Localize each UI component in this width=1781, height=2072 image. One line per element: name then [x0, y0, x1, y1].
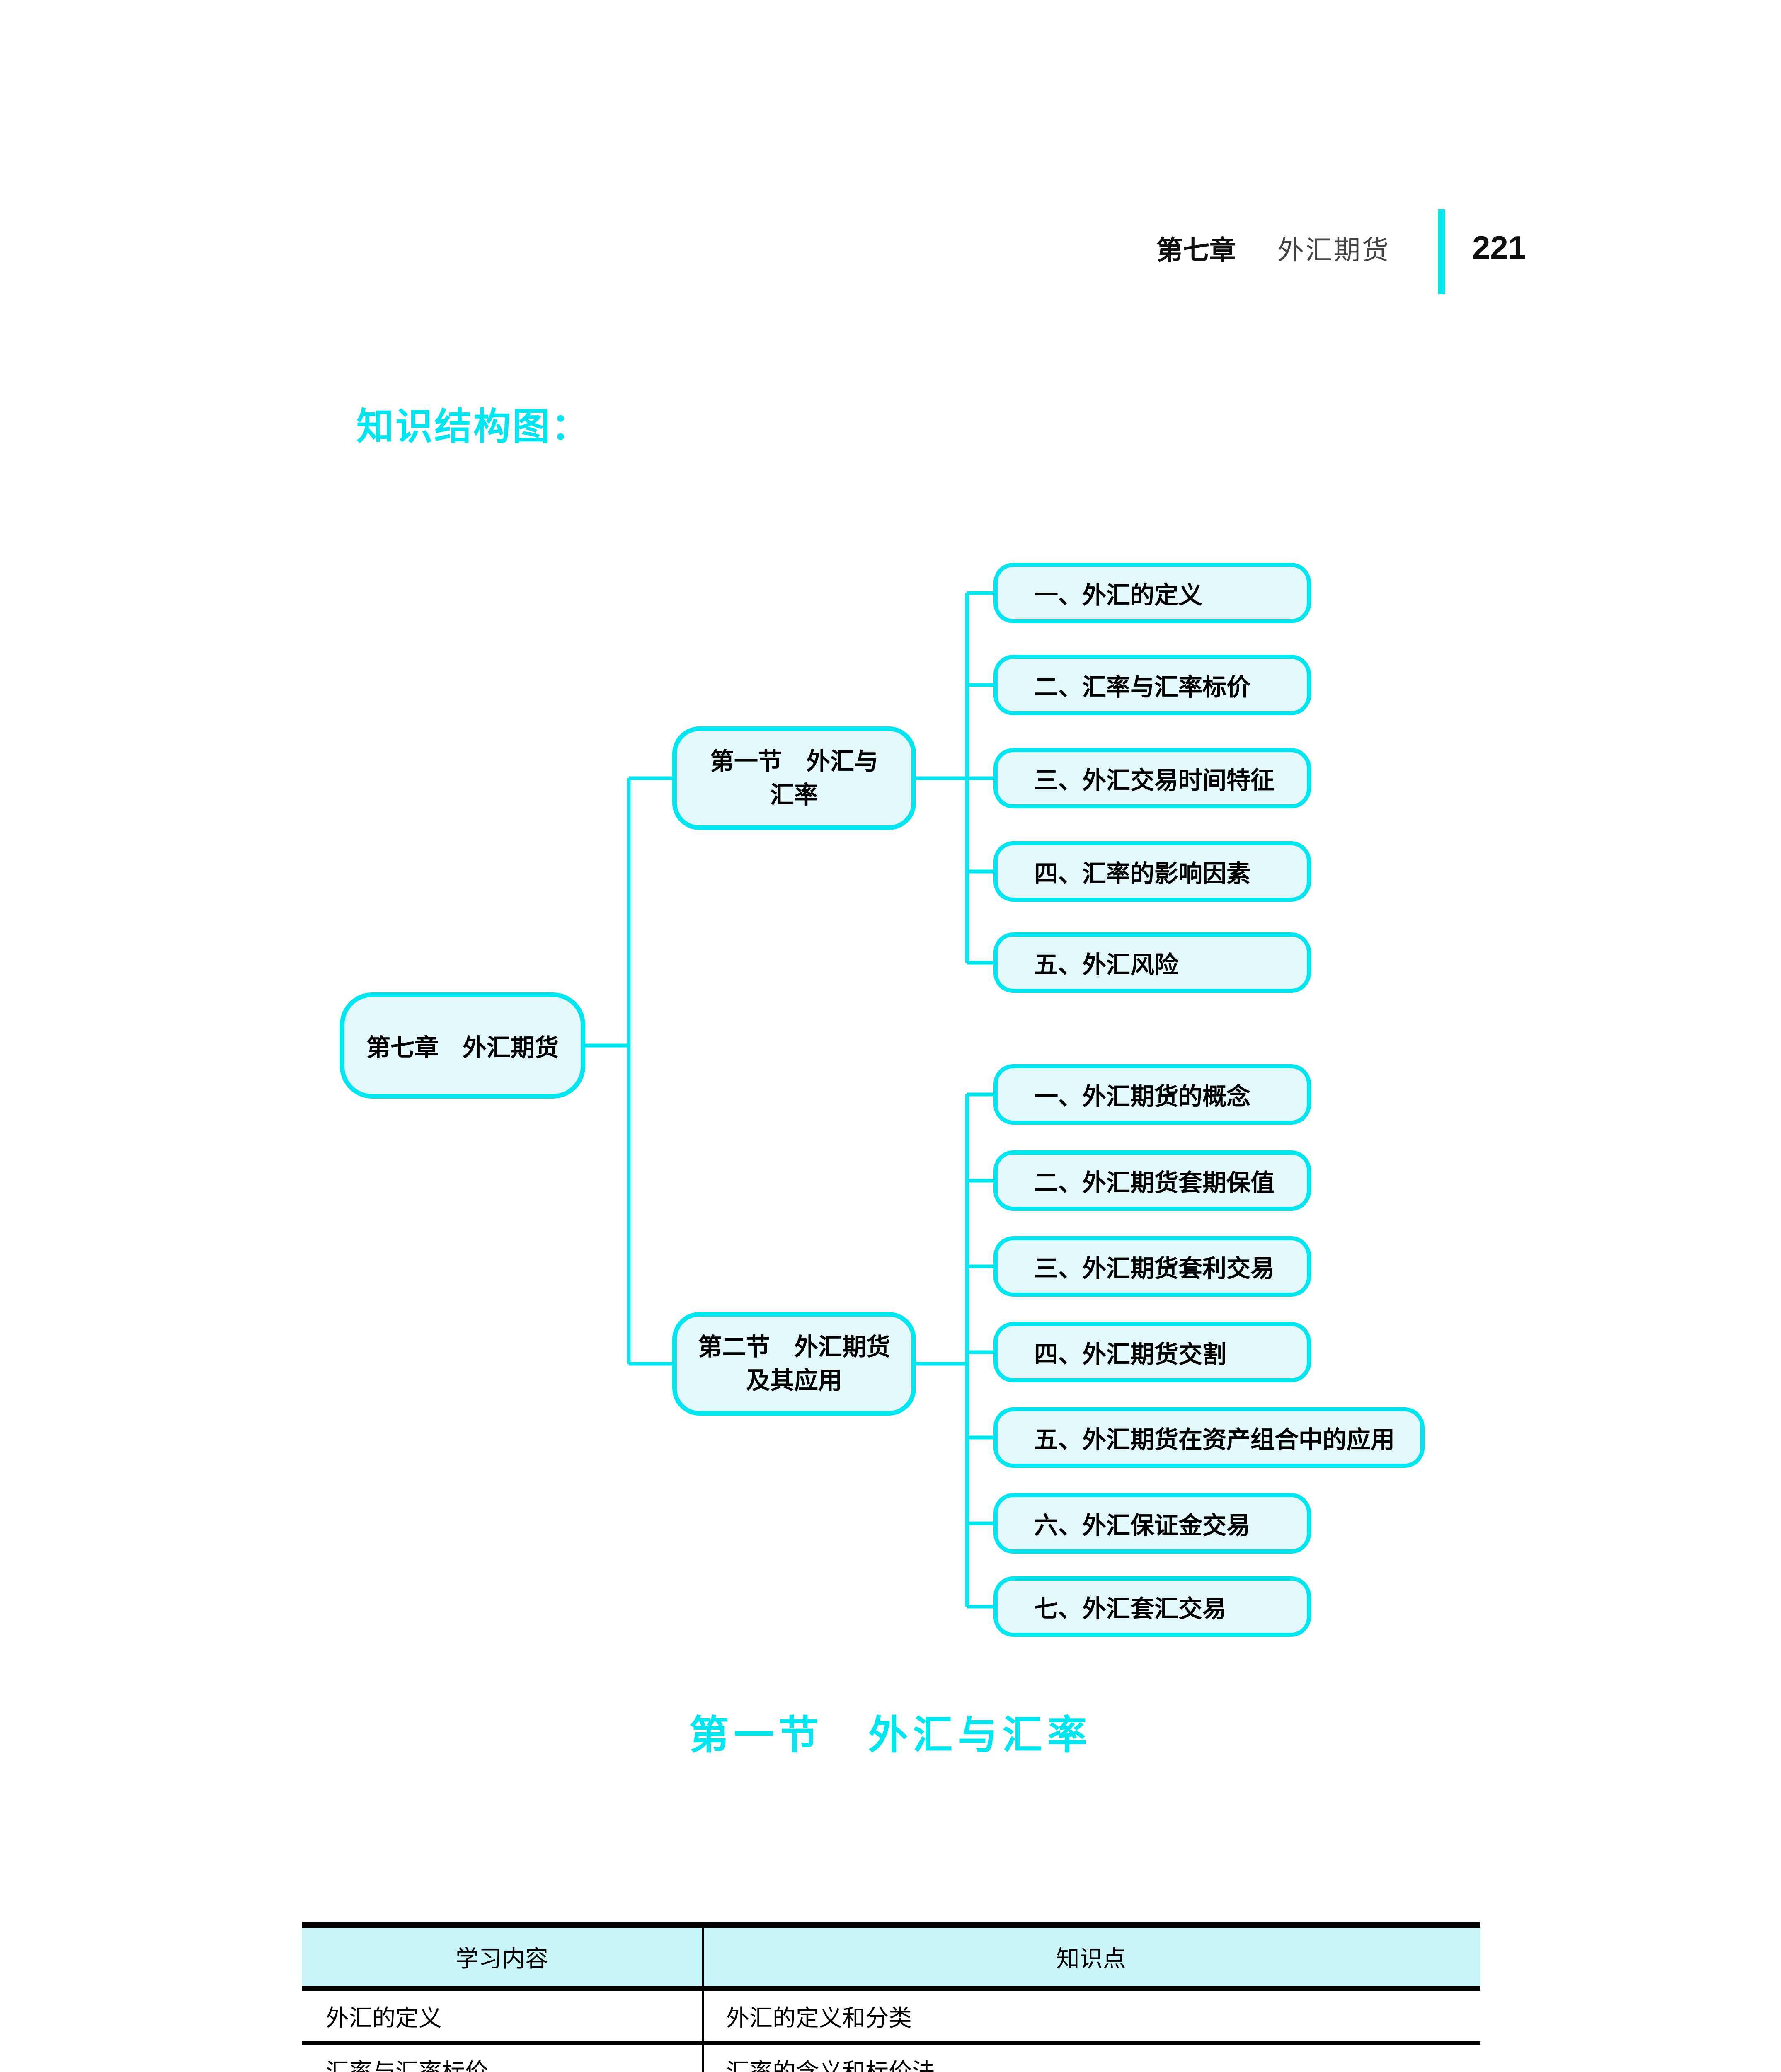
tree-leaf-s2-topic-6: 六、外汇保证金交易: [993, 1493, 1311, 1554]
tree-leaf-s2-topic-4: 四、外汇期货交割: [993, 1322, 1311, 1382]
table-row: 汇率与汇率标价 汇率的含义和标价法: [302, 2045, 1480, 2072]
tree-leaf-s2-topic-1: 一、外汇期货的概念: [993, 1064, 1311, 1125]
tree-leaf-s1-topic-4: 四、汇率的影响因素: [993, 841, 1311, 902]
tree-section-2-node: 第二节 外汇期货 及其应用: [672, 1312, 916, 1416]
table-top-border: [302, 1922, 1480, 1928]
tree-leaf-s2-topic-2: 二、外汇期货套期保值: [993, 1150, 1311, 1211]
learning-content-table: 学习内容 知识点 外汇的定义 外汇的定义和分类 汇率与汇率标价 汇率的含义和标价…: [302, 1922, 1480, 2072]
tree-leaf-s1-topic-3: 三、外汇交易时间特征: [993, 748, 1311, 808]
table-row-separator: [302, 2041, 1480, 2045]
tree-leaf-s2-topic-3: 三、外汇期货套利交易: [993, 1236, 1311, 1297]
table-cell: 汇率与汇率标价: [302, 2053, 702, 2072]
tree-section-1-label-line1: 第一节 外汇与: [710, 748, 878, 775]
tree-leaf-s2-topic-7: 七、外汇套汇交易: [993, 1576, 1311, 1637]
table-header-cell-knowledge-points: 知识点: [1056, 1946, 1126, 1972]
tree-section-2-label-line1: 第二节 外汇期货: [698, 1333, 890, 1360]
section-heading: 第一节 外汇与汇率: [689, 1713, 1092, 1757]
diagram-title: 知识结构图：: [356, 406, 590, 448]
tree-section-1-node: 第一节 外汇与 汇率: [672, 726, 916, 830]
page-number: 221: [1472, 229, 1527, 266]
table-column-divider: [702, 1928, 704, 2072]
tree-leaf-s1-topic-2: 二、汇率与汇率标价: [993, 655, 1311, 715]
table-cell: 外汇的定义: [326, 2005, 442, 2031]
page-number-divider-bar: [1438, 209, 1445, 294]
tree-leaf-s2-topic-5: 五、外汇期货在资产组合中的应用: [993, 1407, 1425, 1468]
table-header-cell-learning-content: 学习内容: [456, 1946, 548, 1972]
table-header-separator: [302, 1986, 1480, 1991]
tree-section-2-label-line2: 及其应用: [746, 1367, 842, 1394]
tree-leaf-s1-topic-1: 一、外汇的定义: [993, 563, 1311, 623]
tree-section-1-label-line2: 汇率: [770, 782, 818, 808]
table-cell: 汇率的含义和标价法: [702, 2053, 1480, 2072]
table-header-row: 学习内容 知识点: [302, 1928, 1480, 1986]
table-row: 外汇的定义 外汇的定义和分类: [302, 1991, 1480, 2041]
tree-leaf-s1-topic-5: 五、外汇风险: [993, 932, 1311, 993]
header-chapter-title: 外汇期货: [1277, 235, 1390, 265]
table-cell: 外汇的定义和分类: [726, 2005, 912, 2031]
tree-root-chapter-node: 第七章 外汇期货: [340, 992, 585, 1099]
header-chapter-number: 第七章: [1156, 235, 1236, 265]
